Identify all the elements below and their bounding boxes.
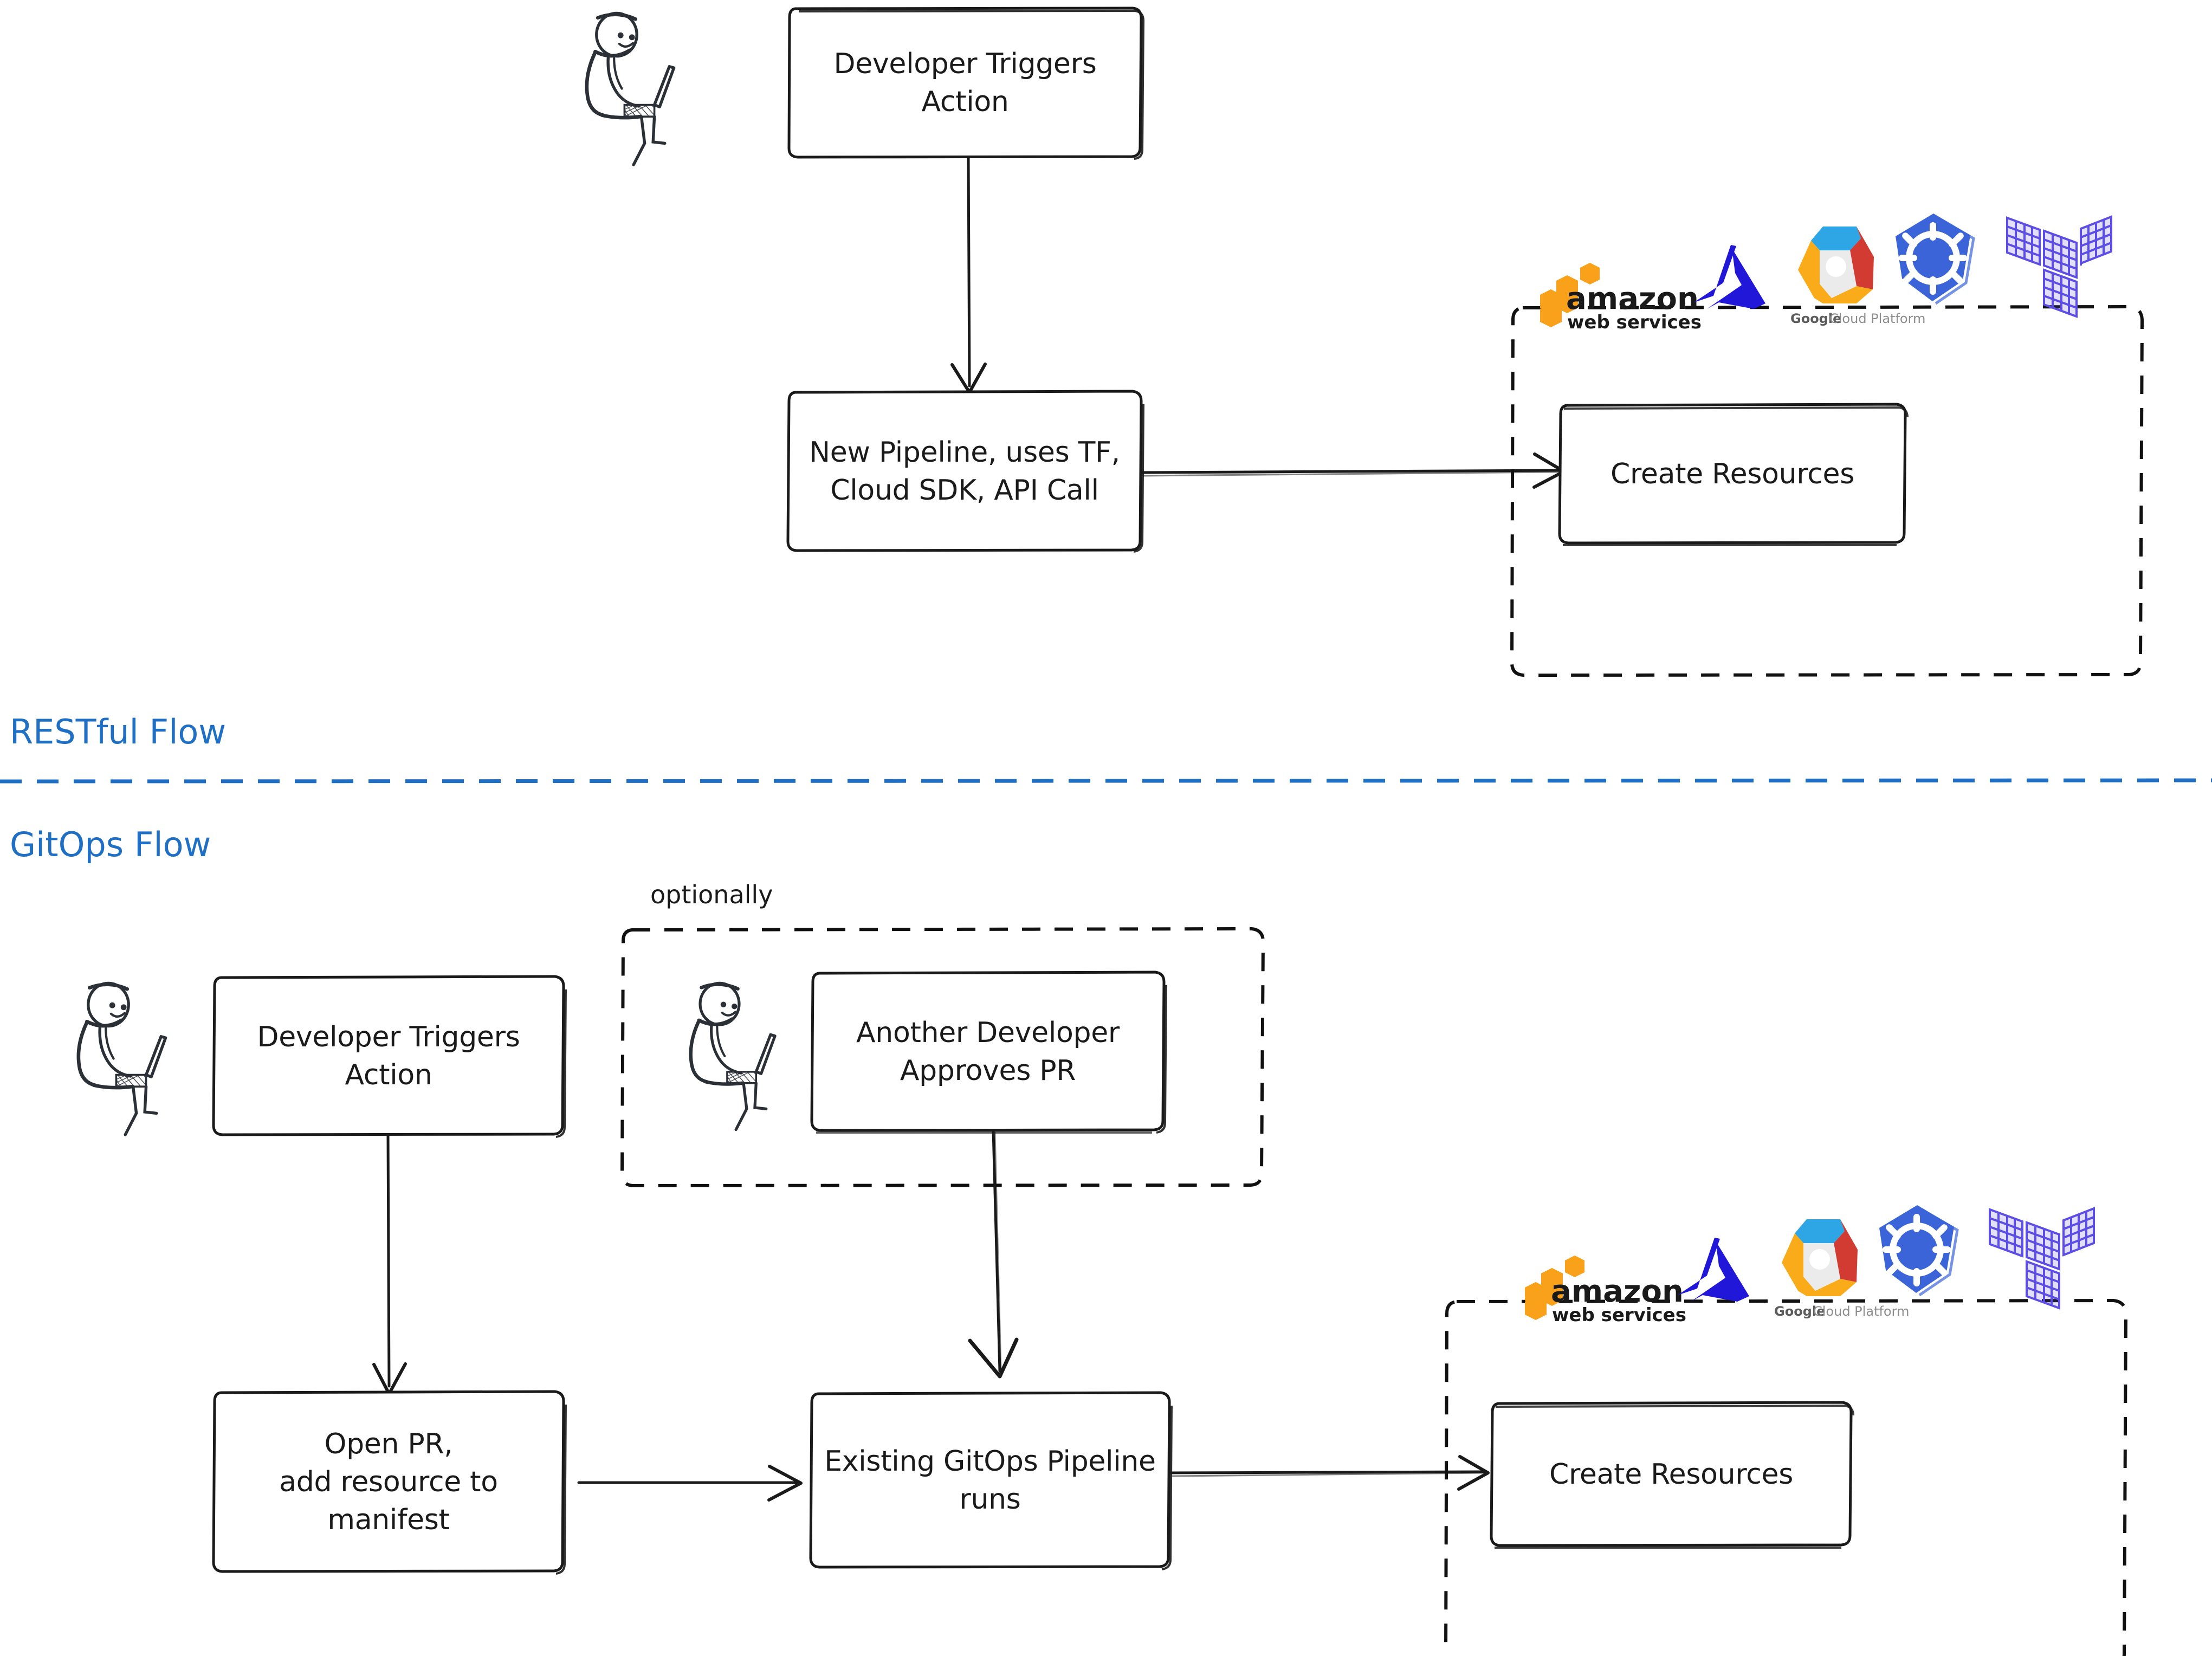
node-gf-approve[interactable] <box>810 971 1167 1134</box>
gcp-logo: Google Cloud Platform <box>1790 227 1925 326</box>
aws-logo-caption-secondary: web services <box>1567 312 1702 333</box>
aws-logo-caption-primary: amazon <box>1551 1274 1684 1309</box>
person-with-laptop-icon <box>587 13 674 165</box>
azure-logo <box>1694 245 1765 309</box>
section-heading-restful: RESTful Flow <box>10 712 227 752</box>
person-with-laptop-icon <box>691 983 775 1129</box>
gcp-logo-caption-primary: Google <box>1790 311 1841 326</box>
node-rf-pipeline[interactable] <box>786 390 1144 553</box>
node-rf-trigger[interactable] <box>787 7 1144 160</box>
kubernetes-logo <box>1896 214 1975 305</box>
person-with-laptop-icon <box>79 983 166 1135</box>
group-rf-cloud <box>1510 305 2144 677</box>
terraform-logo <box>2006 215 2112 318</box>
edge-gf-trigger-to-openpr <box>372 1133 407 1395</box>
gcp-logo-caption-secondary: Cloud Platform <box>1813 1304 1909 1319</box>
group-gf-optional <box>620 927 1265 1187</box>
gcp-logo: Google Cloud Platform <box>1774 1219 1909 1319</box>
edge-rf-pipeline-to-create <box>1141 452 1566 489</box>
gcp-logo-caption-primary: Google <box>1774 1304 1825 1319</box>
kubernetes-logo <box>1879 1205 1959 1297</box>
node-gf-trigger[interactable] <box>212 975 567 1138</box>
aws-logo-caption-secondary: web services <box>1552 1304 1686 1326</box>
edge-gf-pipeline-to-create <box>1170 1455 1490 1491</box>
section-divider <box>0 778 2212 784</box>
optional-group-label: optionally <box>650 880 773 909</box>
section-heading-gitops: GitOps Flow <box>10 825 211 864</box>
node-rf-create[interactable] <box>1558 403 1909 546</box>
node-gf-create[interactable] <box>1490 1401 1854 1549</box>
terraform-logo <box>1989 1207 2095 1310</box>
azure-logo <box>1678 1238 1749 1302</box>
aws-logo: amazon web services <box>1525 1256 1686 1326</box>
aws-logo: amazon web services <box>1540 263 1702 333</box>
node-gf-pipeline[interactable] <box>809 1391 1173 1570</box>
aws-logo-caption-primary: amazon <box>1566 281 1699 316</box>
node-gf-openpr[interactable] <box>212 1390 567 1575</box>
edge-gf-openpr-to-pipeline <box>577 1465 803 1502</box>
edge-rf-trigger-to-pipeline <box>950 156 987 394</box>
gcp-logo-caption-secondary: Cloud Platform <box>1829 311 1925 326</box>
group-gf-cloud <box>1444 1299 2127 1656</box>
edge-gf-approve-to-pipeline <box>968 1129 1019 1379</box>
